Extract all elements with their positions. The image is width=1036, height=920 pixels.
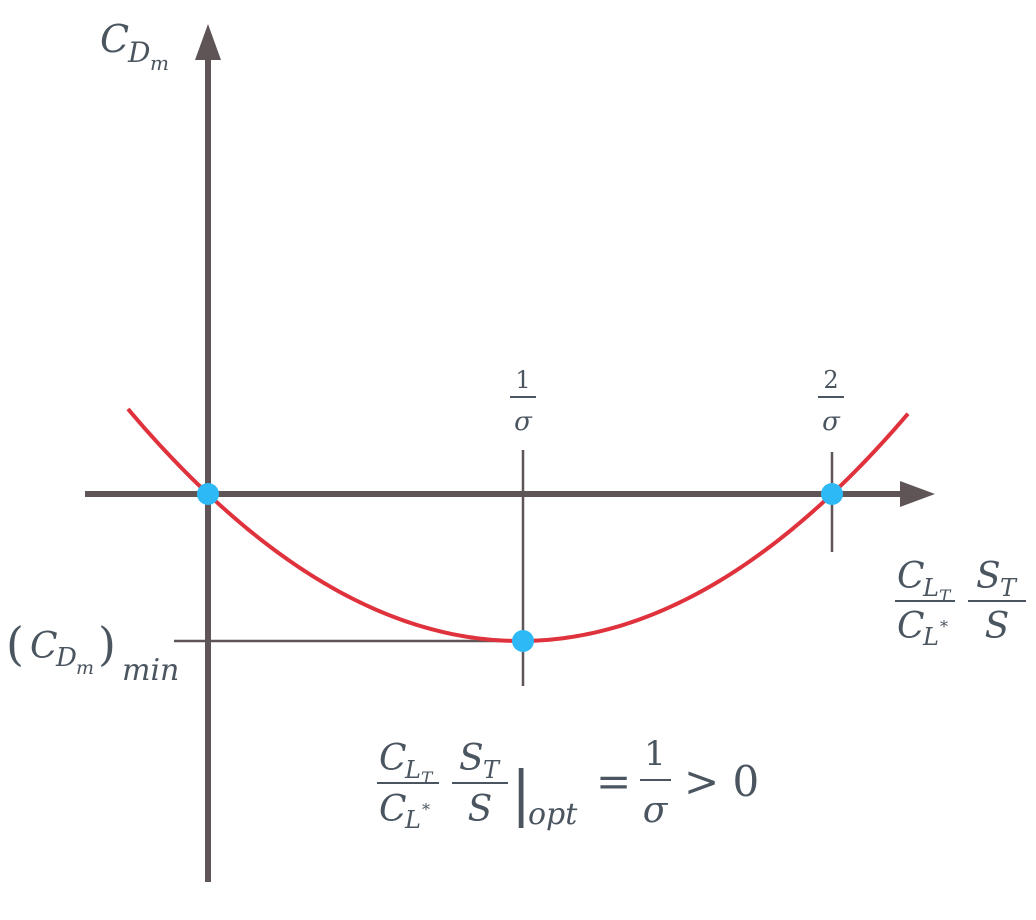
min-label-main: C [30,626,58,667]
tick-label-one-over-sigma: 1 σ [510,366,536,437]
y-label-sub: D [127,36,150,69]
opt-den-right: S [468,789,493,830]
opt-num-left-sub: L [404,756,421,784]
tick1-numerator: 1 [515,366,530,394]
opt-rhs-numerator: 1 [644,734,666,774]
x-label-num-right-sub: T [1000,574,1018,602]
x-label-den-right: S [985,606,1010,647]
y-label-main: C [100,17,129,61]
tick-label-two-over-sigma: 2 σ [818,366,844,437]
tick1-denominator: σ [514,407,533,437]
x-label-den-left-sub: L [922,623,939,651]
min-value-label: ( C D m ) min [6,617,179,688]
min-label-sub: D [55,643,77,673]
opt-rhs-denominator: σ [643,790,669,831]
opt-den-left-sub: L [404,806,421,834]
min-label-open-paren: ( [6,617,24,671]
opt-num-right-main: S [459,738,484,779]
opt-evaluation-bar: | [511,759,531,829]
x-axis-arrow [900,481,935,507]
min-label-close-paren: ) [98,617,116,671]
tick2-numerator: 2 [823,366,838,394]
opt-relation: > 0 [684,757,759,806]
opt-subscript: opt [528,797,578,832]
x-label-num-left-main: C [897,556,925,597]
opt-num-left-main: C [379,738,407,779]
x-label-num-left-sub: L [922,574,939,602]
opt-equals: = [596,757,631,806]
y-axis-arrow [195,24,221,60]
min-label-subscript: min [122,653,179,688]
y-label-subsub: m [150,51,169,75]
x-label-num-right-main: S [976,556,1001,597]
marker-second-root [821,483,843,505]
x-label-num-left-subsub: T [939,587,952,607]
opt-num-right-sub: T [483,756,501,784]
y-axis-label: C D m [100,17,169,75]
opt-num-left-subsub: T [421,769,434,789]
drag-curve [126,407,910,644]
opt-den-left-main: C [379,789,407,830]
optimum-formula: C L T C L * S T S | opt = 1 σ > 0 [377,734,759,834]
min-label-subsub: m [76,657,94,679]
marker-minimum [512,630,534,652]
x-label-den-left-sup: * [940,617,948,636]
opt-den-left-sup: * [422,800,430,819]
tick2-denominator: σ [822,407,841,437]
x-axis-label: C L T C L * S T S [895,556,1026,651]
marker-origin [197,483,219,505]
x-label-den-left-main: C [897,606,925,647]
